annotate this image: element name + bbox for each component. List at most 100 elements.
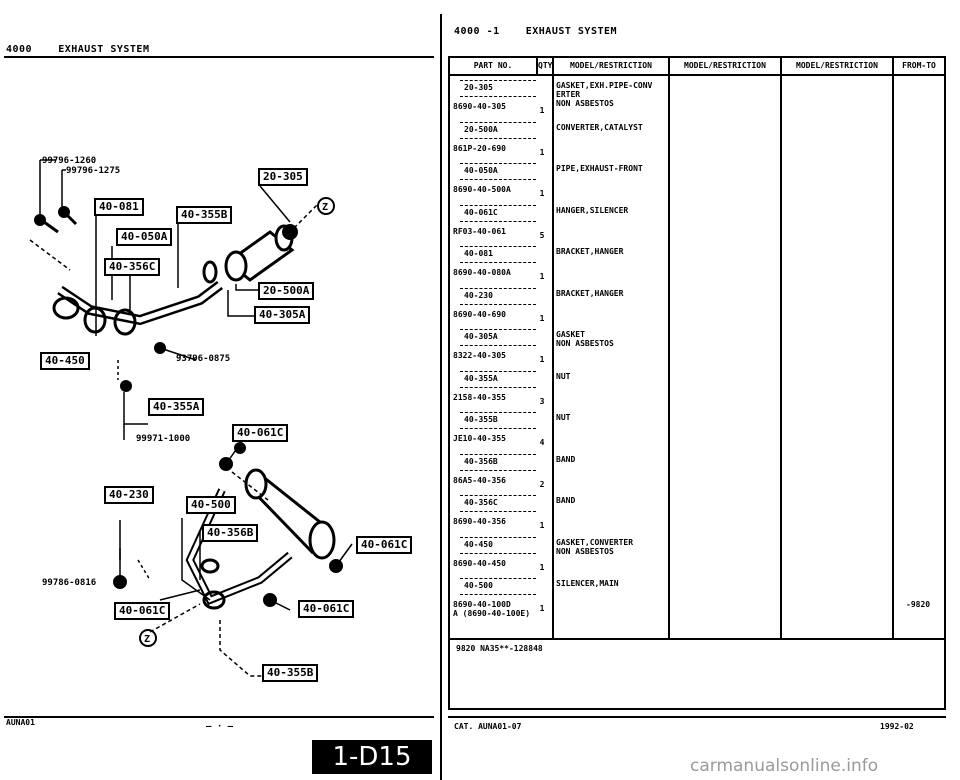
note-rule xyxy=(450,638,944,640)
ref-number: 40-356B xyxy=(464,456,498,466)
tag-40-450: 40-450 xyxy=(40,352,90,370)
description-line: NUT xyxy=(556,413,571,422)
ref-box: 40-356C xyxy=(456,493,542,515)
description-line: HANGER,SILENCER xyxy=(556,205,629,215)
quantity: 1 xyxy=(539,355,545,364)
bolt-1 xyxy=(43,220,59,234)
quantity: 1 xyxy=(539,106,545,115)
description: NUT xyxy=(556,413,674,422)
description-line: NON ASBESTOS xyxy=(556,546,614,556)
ref-number: 40-355A xyxy=(464,373,498,383)
tag-40-050a: 40-050A xyxy=(116,228,173,246)
tag-40-500: 40-500 xyxy=(186,496,236,514)
left-header: 4000 EXHAUST SYSTEM xyxy=(6,44,149,55)
ref-number: 20-500A xyxy=(464,124,498,134)
ref-box: 40-050A xyxy=(456,161,542,183)
tag-40-230: 40-230 xyxy=(104,486,154,504)
description: SILENCER,MAIN xyxy=(556,579,674,588)
part-number: 8690-40-080A xyxy=(453,268,511,277)
right-header: 4000 -1 EXHAUST SYSTEM xyxy=(454,26,617,37)
description: CONVERTER,CATALYST xyxy=(556,123,674,132)
ref-box: 40-500 xyxy=(456,576,542,598)
footer-catalog: CAT. AUNA01-07 xyxy=(454,722,522,731)
ref-box: 40-305A xyxy=(456,327,542,349)
z-marker-bottom xyxy=(139,629,157,647)
tag-40-061c-bottom: 40-061C xyxy=(298,600,355,618)
part-number: 8690-40-500A xyxy=(453,185,511,194)
ref-box: 40-356B xyxy=(456,452,542,474)
converter-flange xyxy=(224,250,248,282)
left-footer-rule xyxy=(4,716,434,718)
tag-40-356c: 40-356C xyxy=(104,258,161,276)
part-number-alt: A (8690-40-100E) xyxy=(453,609,531,618)
code-93796-0875: 93796-0875 xyxy=(176,354,231,364)
bolt-head-2 xyxy=(58,206,70,218)
col-rule-3 xyxy=(780,58,782,638)
description-line: GASKET,CONVERTER xyxy=(556,537,634,547)
ref-box: 40-081 xyxy=(456,244,542,266)
quantity: 1 xyxy=(539,272,545,281)
table-row: 40-081 8690-40-080A 1 BRACKET,HANGER xyxy=(450,244,944,286)
right-header-title: EXHAUST SYSTEM xyxy=(525,26,618,37)
quantity: 3 xyxy=(539,396,545,406)
th-model-1: MODEL/RESTRICTION xyxy=(554,58,670,74)
col-rule-4 xyxy=(892,58,894,638)
quantity: 1 xyxy=(539,147,545,157)
ref-number: 20-305 xyxy=(464,83,493,92)
quantity: 1 xyxy=(539,313,545,323)
th-part-no: PART NO. xyxy=(450,58,538,74)
ref-number: 40-050A xyxy=(464,166,498,175)
left-header-code: 4000 xyxy=(6,44,33,55)
ref-box: 20-500A xyxy=(456,120,542,142)
part-number: 8690-40-305 xyxy=(453,102,506,111)
part-number: 8690-40-450 xyxy=(453,558,506,568)
description-line: ERTER xyxy=(556,90,581,99)
left-header-rule xyxy=(4,56,434,58)
part-number: 8690-40-100D xyxy=(453,600,511,609)
quantity: 1 xyxy=(539,521,545,530)
part-number: JE10-40-355 xyxy=(453,434,506,443)
code-99796-1275: 99796-1275 xyxy=(66,166,121,176)
ref-number: 40-061C xyxy=(464,207,498,217)
nut-top xyxy=(282,224,298,240)
ref-number: 40-356C xyxy=(464,498,498,507)
quantity: 1 xyxy=(539,562,545,572)
ref-number: 40-230 xyxy=(464,290,493,300)
footer-dashes: — · — xyxy=(206,722,234,732)
description-line: BAND xyxy=(556,496,576,505)
description-line: SILENCER,MAIN xyxy=(556,579,619,588)
ref-box: 20-305 xyxy=(456,78,542,100)
left-header-title: EXHAUST SYSTEM xyxy=(58,44,150,55)
description-line: BRACKET,HANGER xyxy=(556,288,624,298)
code-99786-0816: 99786-0816 xyxy=(42,578,97,588)
description: BAND xyxy=(556,496,674,505)
footer-left-code: AUNA01 xyxy=(6,718,35,727)
z-label-top: Z xyxy=(322,202,328,213)
description: NUT xyxy=(556,372,674,381)
from-to: -9820 xyxy=(906,600,931,609)
part-number: 2158-40-355 xyxy=(453,392,506,402)
part-number: 86A5-40-356 xyxy=(453,475,506,485)
quantity: 2 xyxy=(539,479,545,489)
quantity: 1 xyxy=(539,604,545,613)
description-line: NON ASBESTOS xyxy=(556,339,614,348)
tag-40-081: 40-081 xyxy=(94,198,144,216)
description-line: CONVERTER,CATALYST xyxy=(556,122,643,132)
parts-table: PART NO. QTY MODEL/RESTRICTION MODEL/RES… xyxy=(448,56,946,710)
description: BRACKET,HANGER xyxy=(556,247,674,256)
tag-20-305: 20-305 xyxy=(258,168,308,186)
quantity: 1 xyxy=(539,189,545,198)
ref-number: 40-355B xyxy=(464,415,498,424)
description-line: GASKET,EXH.PIPE-CONV xyxy=(556,81,653,90)
tag-40-355b-top: 40-355B xyxy=(176,206,233,224)
part-number: 8690-40-690 xyxy=(453,309,506,319)
tag-40-355a: 40-355A xyxy=(148,398,205,416)
part-number: RF03-40-061 xyxy=(453,226,506,236)
flange-band xyxy=(113,308,137,336)
